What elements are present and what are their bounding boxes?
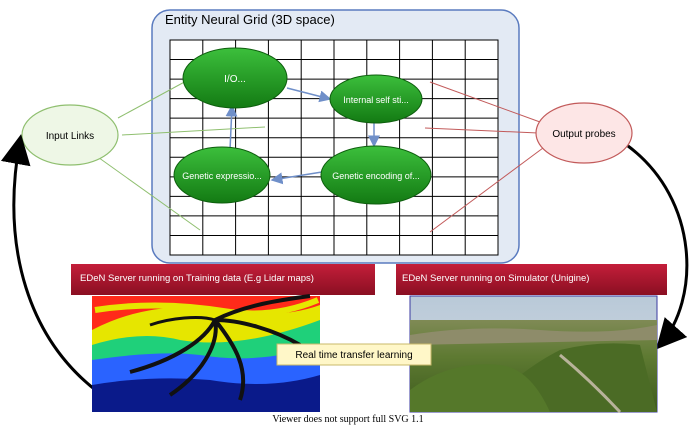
arrow-encoding-to-expression (270, 171, 323, 185)
viewer-support-note: Viewer does not support full SVG 1.1 (272, 414, 423, 425)
output-probe-line (424, 127, 539, 134)
input-link-line (121, 126, 266, 136)
feedback-arrow-left (0, 134, 99, 394)
node-encoding-label: Genetic encoding of... (332, 171, 420, 181)
input-links-node[interactable]: Input Links (21, 104, 119, 166)
grid-title: Entity Neural Grid (3D space) (165, 12, 335, 27)
training-server-header: EDeN Server running on Training data (E.… (71, 264, 375, 295)
input-links-label: Input Links (46, 131, 94, 142)
internal-flow-arrows (225, 87, 380, 185)
node-io[interactable]: I/O... (182, 47, 288, 109)
node-internal[interactable]: Internal self sti... (329, 74, 423, 124)
output-probes-label: Output probes (552, 129, 615, 140)
node-io-label: I/O... (224, 74, 246, 85)
node-expression[interactable]: Genetic expressio... (173, 146, 271, 204)
transfer-learning-box: Real time transfer learning (276, 343, 432, 366)
output-probe-line (429, 81, 541, 123)
aerial-terrain-image (409, 295, 658, 414)
simulator-server-label: EDeN Server running on Simulator (Unigin… (402, 273, 589, 284)
node-internal-label: Internal self sti... (343, 95, 409, 105)
output-probes-node[interactable]: Output probes (535, 102, 633, 164)
node-encoding[interactable]: Genetic encoding of... (320, 145, 432, 205)
entity-neural-grid: Entity Neural Grid (3D space) (151, 9, 520, 264)
arrow-expression-to-io (225, 104, 238, 151)
training-server-label: EDeN Server running on Training data (E.… (80, 273, 314, 284)
node-expression-label: Genetic expressio... (182, 171, 262, 181)
simulator-server-header: EDeN Server running on Simulator (Unigin… (396, 264, 667, 295)
arrow-io-to-internal (286, 87, 332, 103)
output-probe-line (429, 147, 544, 233)
transfer-learning-label: Real time transfer learning (295, 350, 412, 361)
input-link-line (94, 154, 201, 231)
output-probes-connections (424, 81, 544, 233)
feedback-arrow-right (627, 144, 689, 350)
